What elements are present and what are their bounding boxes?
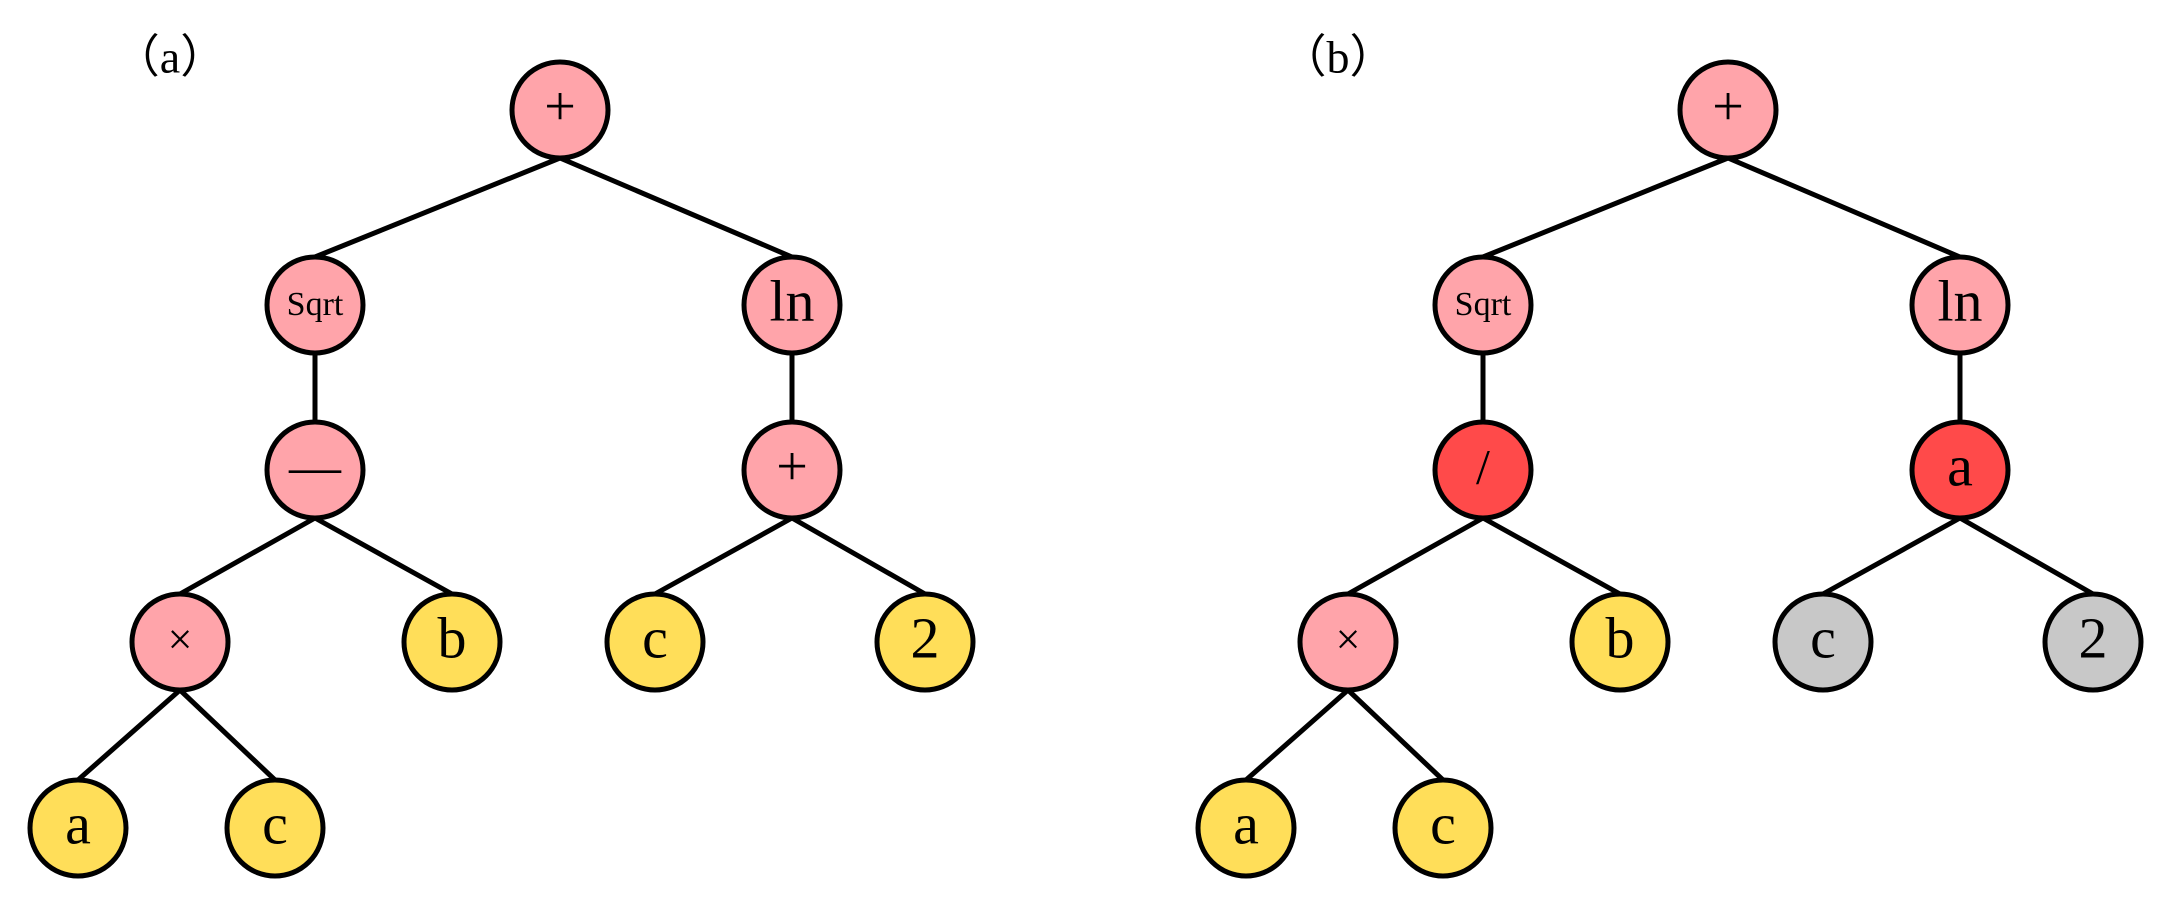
- node-label: +: [776, 436, 808, 498]
- node-circle: [1432, 419, 1534, 521]
- operator-node-a_plus2: +: [741, 419, 843, 521]
- removed-node-b_c1: c: [1772, 591, 1874, 693]
- tree-edge: [177, 687, 278, 783]
- terminal-node-a_c2: c: [224, 777, 326, 879]
- node-label: a: [1233, 791, 1259, 856]
- node-circle: [741, 419, 843, 521]
- tree-edge: [1345, 687, 1446, 783]
- tree-edge: [1820, 515, 1963, 597]
- node-circle: [401, 591, 503, 693]
- edges: [1243, 155, 2096, 783]
- node-label: ln: [1937, 268, 1982, 333]
- tree-edge: [1725, 155, 1963, 260]
- node-label: +: [1712, 76, 1744, 138]
- panel-label: （a）: [114, 32, 226, 83]
- node-label: a: [1947, 433, 1973, 498]
- terminal-node-a_a: a: [27, 777, 129, 879]
- operator-node-a_times: ×: [129, 591, 231, 693]
- node-label: ×: [168, 615, 193, 664]
- tree-edge: [1243, 687, 1351, 783]
- terminal-node-b_c2: c: [1392, 777, 1494, 879]
- node-circle: [1392, 777, 1494, 879]
- terminal-node-b_a: a: [1195, 777, 1297, 879]
- node-label: Sqrt: [287, 286, 344, 323]
- node-label: /: [1476, 438, 1490, 494]
- node-circle: [1772, 591, 1874, 693]
- panel-b: （b） + Sqrt ln / a × b c 2 a c: [1195, 32, 2144, 879]
- tree-edge: [557, 155, 795, 260]
- node-circle: [27, 777, 129, 879]
- mutated-node-b_div: /: [1432, 419, 1534, 521]
- node-label: b: [1606, 605, 1635, 670]
- tree-edge: [312, 155, 563, 260]
- node-label: 2: [2079, 605, 2108, 670]
- node-label: Sqrt: [1455, 286, 1512, 323]
- node-circle: [741, 254, 843, 356]
- node-label: c: [262, 791, 288, 856]
- panel-a: （a） + Sqrt ln — + × b c 2 a c: [27, 32, 976, 879]
- tree-edge: [312, 515, 455, 597]
- tree-edge: [1480, 155, 1731, 260]
- tree-edge: [652, 515, 795, 597]
- node-label: —: [288, 439, 342, 496]
- node-circle: [129, 591, 231, 693]
- tree-edge: [1480, 515, 1623, 597]
- operator-node-a_sqrt: Sqrt: [264, 254, 366, 356]
- panel-label: （b）: [1281, 32, 1396, 83]
- node-circle: [1909, 254, 2011, 356]
- operator-node-b_times: ×: [1297, 591, 1399, 693]
- node-label: +: [544, 76, 576, 138]
- mutated-node-b_amut: a: [1909, 419, 2011, 521]
- node-circle: [509, 59, 611, 161]
- removed-node-b_two: 2: [2042, 591, 2144, 693]
- node-label: c: [1810, 605, 1836, 670]
- node-circle: [874, 591, 976, 693]
- edges: [75, 155, 928, 783]
- node-circle: [2042, 591, 2144, 693]
- terminal-node-a_c1: c: [604, 591, 706, 693]
- node-label: ×: [1336, 615, 1361, 664]
- node-label: a: [65, 791, 91, 856]
- terminal-node-a_two: 2: [874, 591, 976, 693]
- node-circle: [264, 254, 366, 356]
- node-circle: [1432, 254, 1534, 356]
- operator-node-b_root: +: [1677, 59, 1779, 161]
- node-label: c: [642, 605, 668, 670]
- tree-edge: [177, 515, 318, 597]
- node-circle: [1569, 591, 1671, 693]
- tree-edge: [1345, 515, 1486, 597]
- node-circle: [1677, 59, 1779, 161]
- node-circle: [1909, 419, 2011, 521]
- operator-node-b_ln: ln: [1909, 254, 2011, 356]
- tree-edge: [789, 515, 928, 597]
- operator-node-b_sqrt: Sqrt: [1432, 254, 1534, 356]
- operator-node-a_root: +: [509, 59, 611, 161]
- node-circle: [224, 777, 326, 879]
- node-label: b: [438, 605, 467, 670]
- operator-node-a_minus: —: [264, 419, 366, 521]
- node-circle: [264, 419, 366, 521]
- node-circle: [1195, 777, 1297, 879]
- node-label: ln: [769, 268, 814, 333]
- terminal-node-a_b: b: [401, 591, 503, 693]
- operator-node-a_ln: ln: [741, 254, 843, 356]
- tree-edge: [1957, 515, 2096, 597]
- terminal-node-b_b: b: [1569, 591, 1671, 693]
- node-label: c: [1430, 791, 1456, 856]
- node-label: 2: [911, 605, 940, 670]
- tree-edge: [75, 687, 183, 783]
- node-circle: [1297, 591, 1399, 693]
- node-circle: [604, 591, 706, 693]
